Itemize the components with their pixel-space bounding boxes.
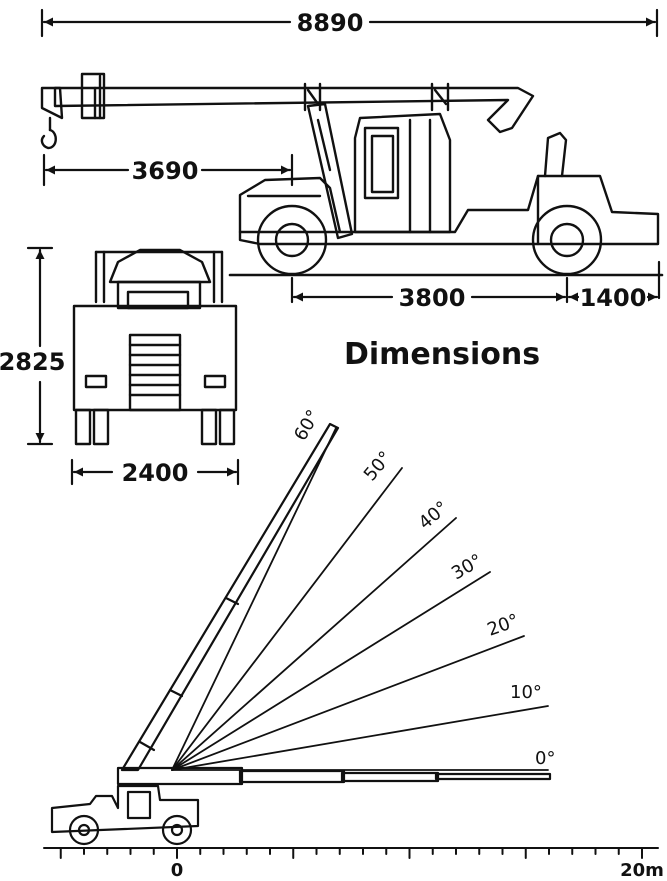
- crane-small-drawing: [50, 784, 200, 846]
- angle-label-0: 0°: [535, 748, 555, 769]
- height-label: 2825: [0, 348, 65, 376]
- overall-length-label: 8890: [297, 9, 364, 37]
- boom-angle-lines: [171, 427, 549, 771]
- diagram-title: Dimensions: [344, 337, 540, 372]
- angle-line-10: [171, 705, 549, 771]
- rear-overhang-label: 1400: [580, 284, 647, 312]
- front-overhang-label: 3690: [132, 157, 199, 185]
- range-axis-start-label: 0: [171, 860, 184, 881]
- angle-line-60: [171, 427, 337, 771]
- angle-line-30: [171, 571, 491, 771]
- raised-boom-drawing: [120, 422, 340, 772]
- width-label: 2400: [122, 459, 189, 487]
- front-view-drawing: [72, 248, 238, 446]
- wheelbase-dimension-line: [290, 260, 661, 304]
- wheelbase-label: 3800: [399, 284, 466, 312]
- angle-label-10: 10°: [510, 682, 542, 703]
- angle-label-40: 40°: [415, 497, 453, 534]
- angle-label-50: 50°: [360, 447, 397, 485]
- angle-line-20: [171, 635, 525, 771]
- angle-line-40: [171, 517, 457, 771]
- horizontal-boom-drawing: [116, 766, 552, 786]
- angle-label-60: 60°: [290, 406, 324, 444]
- range-axis: [43, 847, 659, 859]
- front-overhang-dimension-line: [42, 153, 294, 187]
- side-view-drawing: [40, 72, 664, 277]
- angle-label-20: 20°: [485, 610, 522, 641]
- width-dimension-line: [70, 458, 240, 486]
- angle-line-50: [171, 467, 403, 771]
- height-dimension-line: [26, 246, 54, 446]
- overall-length-dimension-line: [40, 8, 659, 38]
- angle-label-30: 30°: [448, 550, 486, 584]
- range-axis-end-label: 20m: [620, 860, 664, 881]
